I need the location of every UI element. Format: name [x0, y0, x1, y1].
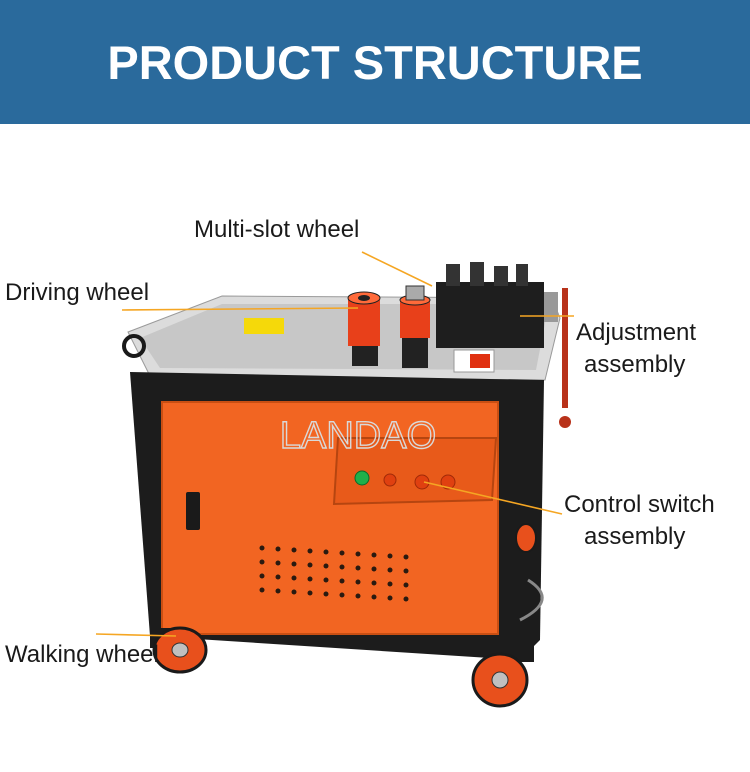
- leader-control: [423, 481, 563, 515]
- control-button: [414, 474, 430, 490]
- control-button: [440, 474, 456, 490]
- lifting-ring: [122, 334, 146, 358]
- walking-wheel-rear: [515, 523, 537, 553]
- label-adjustment-line1: Adjustment: [576, 319, 697, 346]
- leader-driving: [121, 307, 359, 311]
- label-control-line1: Control switch: [564, 491, 715, 518]
- leader-lines: [95, 251, 574, 637]
- label-walking-wheel: Walking wheel: [5, 641, 159, 668]
- adjustment-assembly: [436, 262, 558, 348]
- watermark: LANDAO: [280, 415, 436, 457]
- warning-sticker: [244, 318, 284, 334]
- label-multi-slot-wheel: Multi-slot wheel: [194, 216, 360, 243]
- walking-wheel-front-right: [471, 652, 529, 708]
- banner-title: PRODUCT STRUCTURE: [107, 35, 643, 89]
- label-control-line2: assembly: [584, 523, 686, 550]
- control-button: [383, 473, 397, 487]
- green-button: [354, 470, 370, 486]
- walking-wheel-front-left: [152, 626, 208, 674]
- leader-walking: [95, 633, 177, 637]
- multi-slot-wheel: [399, 285, 431, 368]
- door-handle: [186, 492, 200, 530]
- lever-handle: [562, 288, 568, 408]
- vent-holes: [259, 545, 409, 602]
- driving-wheel: [347, 291, 381, 366]
- label-driving-wheel: Driving wheel: [5, 279, 150, 306]
- control-panel: [332, 437, 498, 506]
- header-banner: PRODUCT STRUCTURE: [0, 0, 750, 124]
- leader-multi-slot: [361, 251, 433, 287]
- label-adjustment-line2: assembly: [584, 351, 686, 378]
